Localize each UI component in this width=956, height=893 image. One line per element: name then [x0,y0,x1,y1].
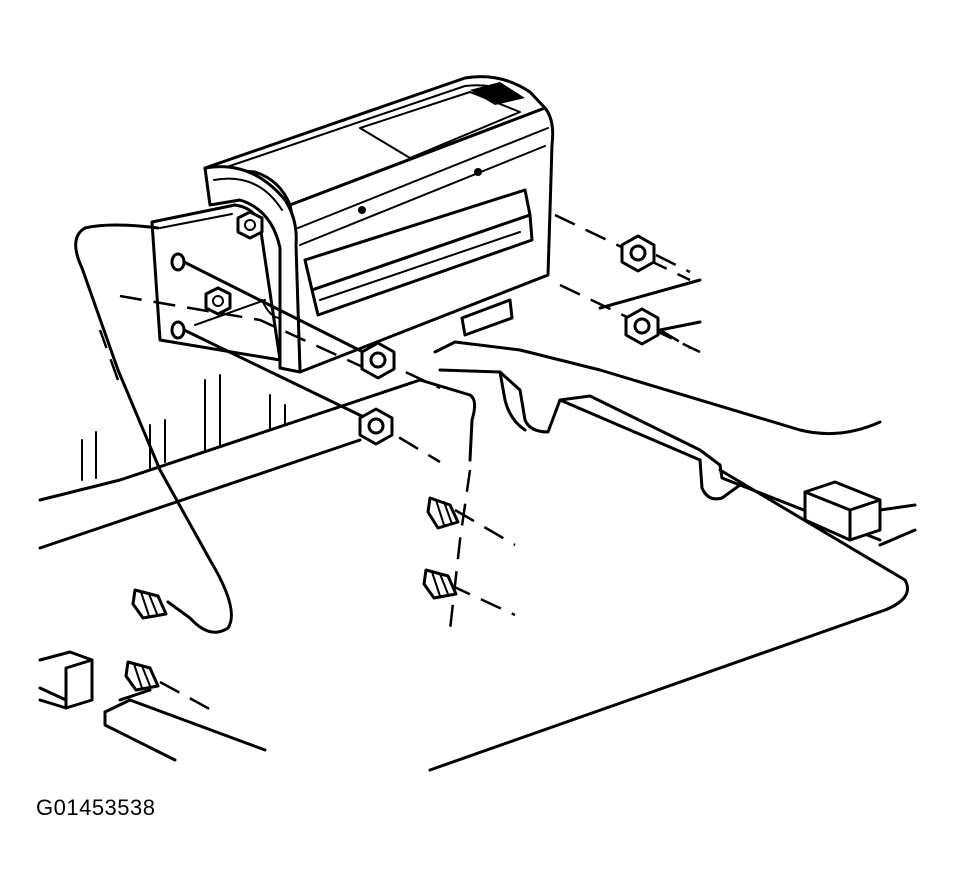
stud-center-upper [426,496,460,530]
stud-lower-left [124,660,160,692]
cross-member-channel [433,278,917,547]
stud-center-lower [422,568,458,600]
mounting-bracket [150,203,282,362]
floor-panel [38,374,909,772]
stud-left [131,588,168,620]
nut-lower-right [624,307,691,350]
harness-loop [74,223,233,634]
figure-code: G01453538 [36,795,156,820]
control-module [203,75,555,374]
nut-upper-right [620,234,691,274]
nut-upper-left [360,341,396,380]
nut-lower-left [358,407,394,446]
